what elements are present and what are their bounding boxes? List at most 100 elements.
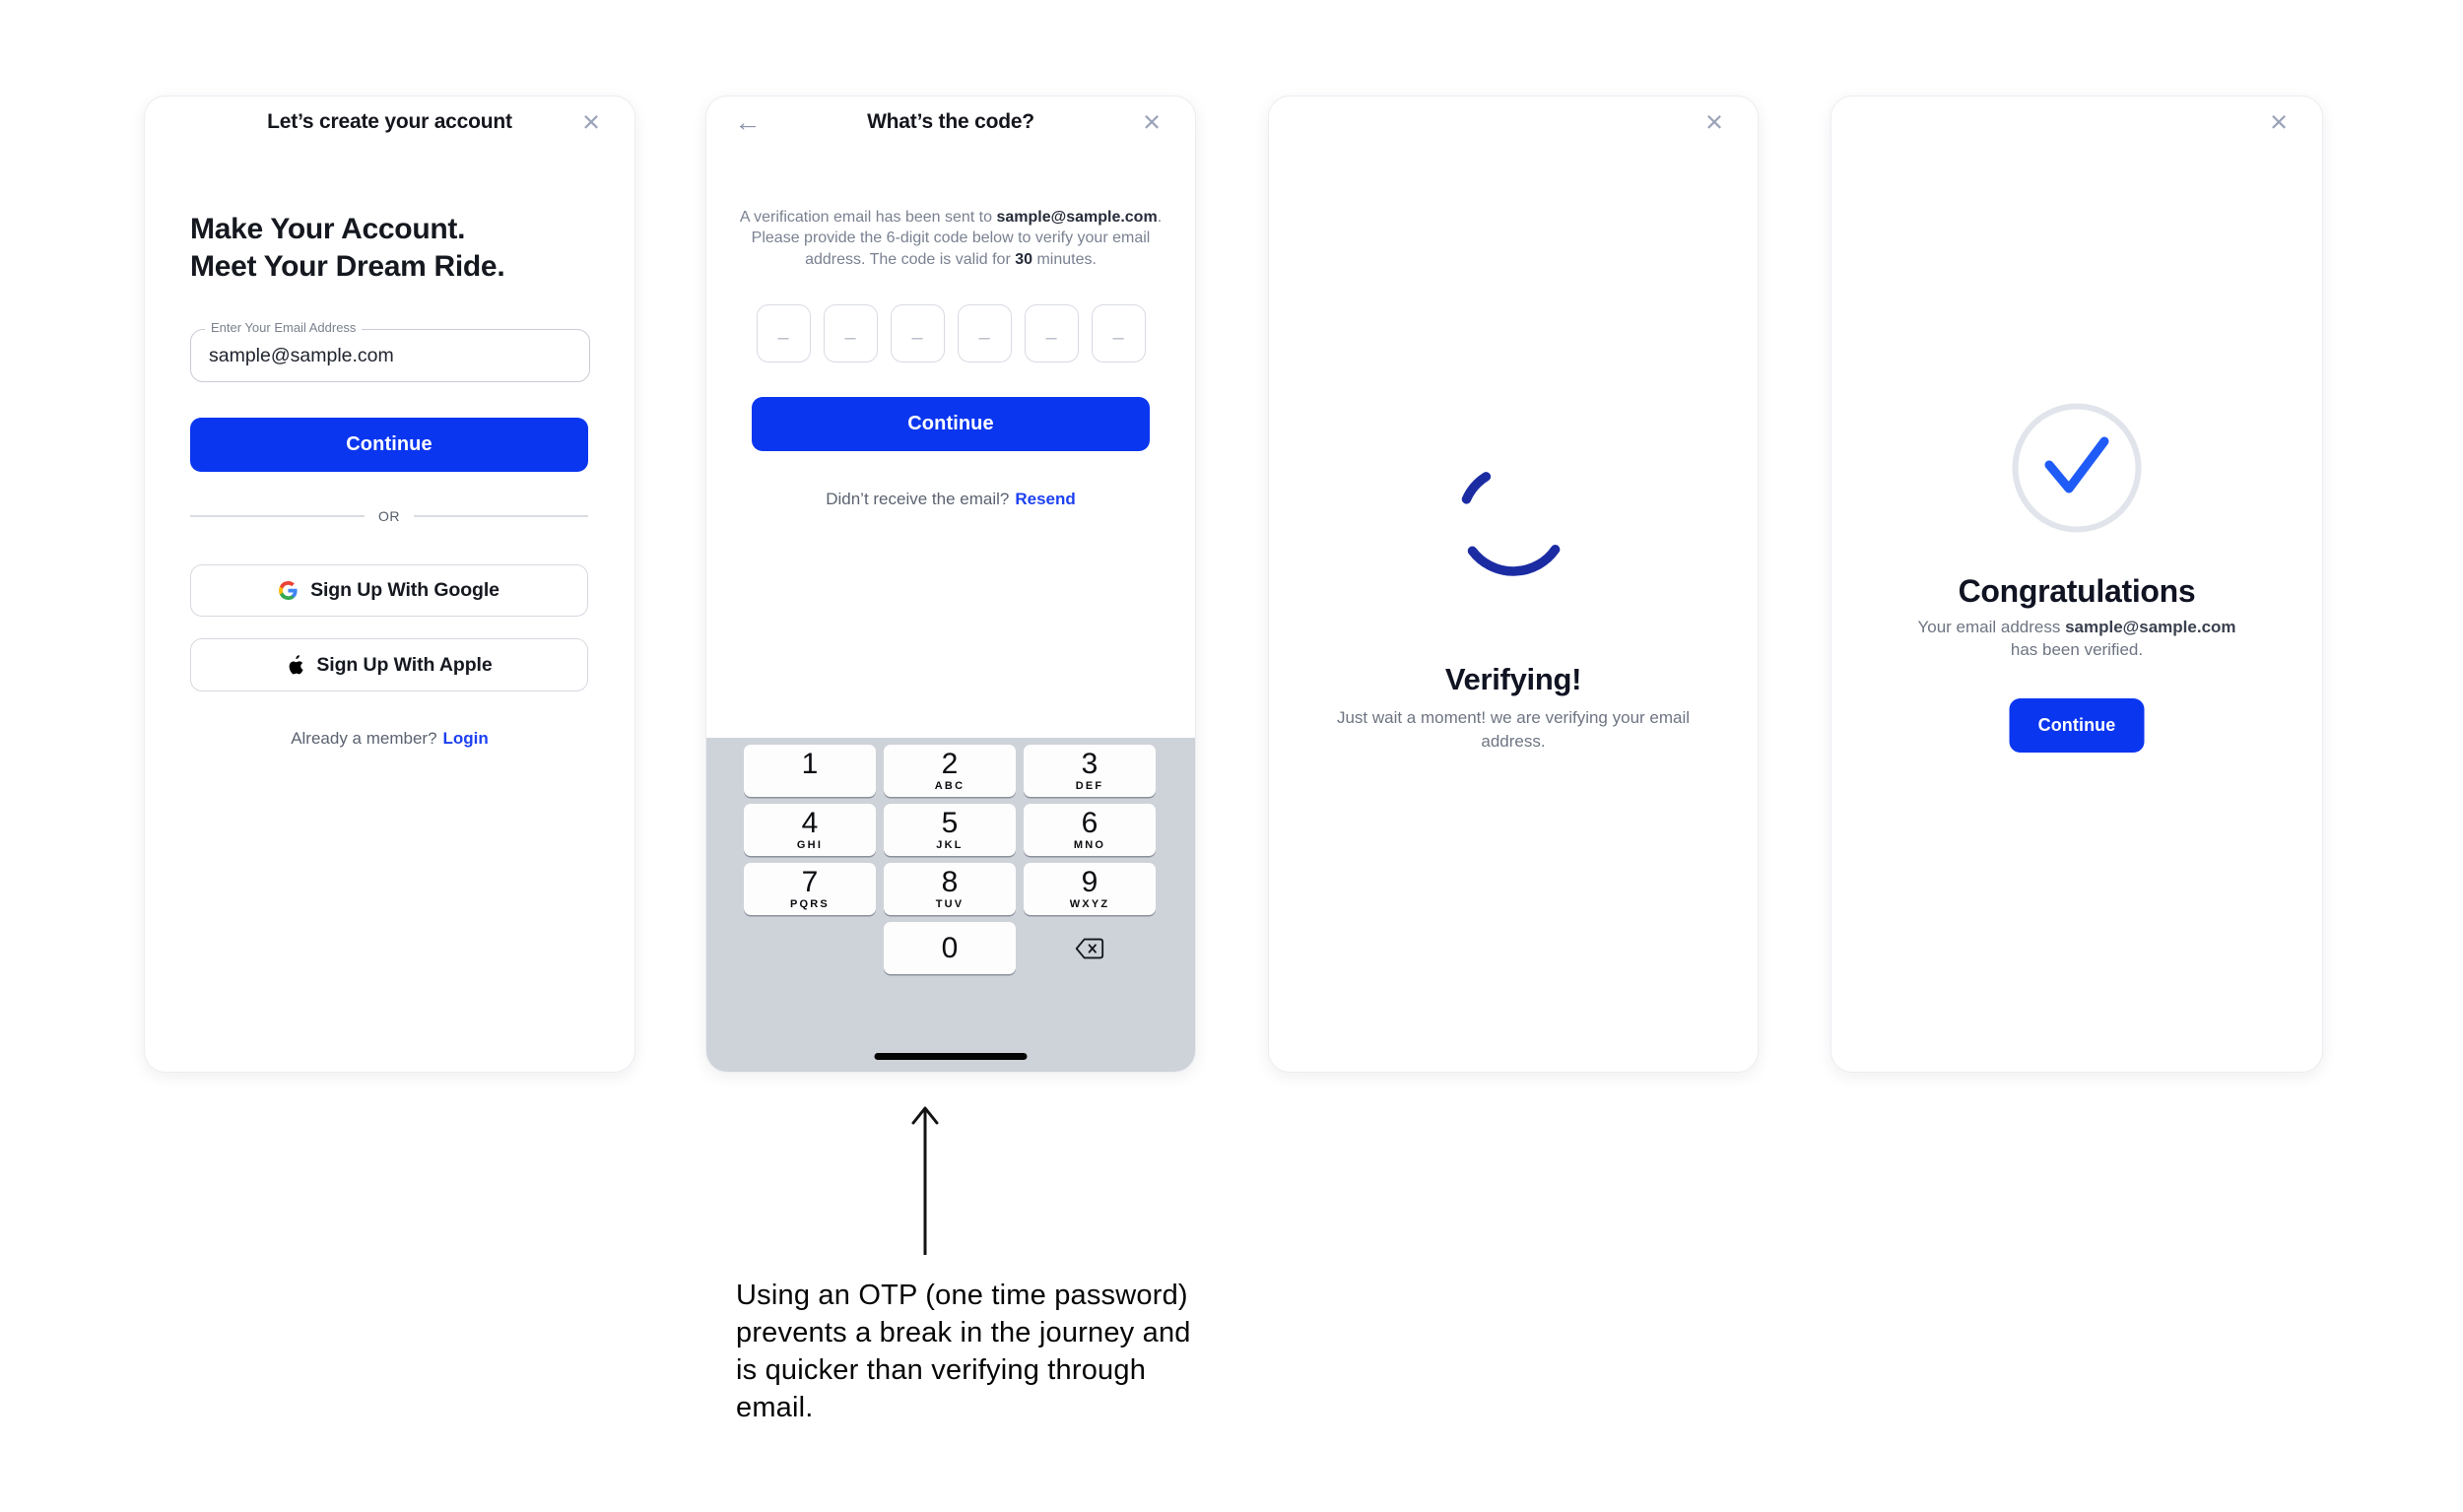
or-label: OR	[378, 508, 400, 524]
congrats-sub-email: sample@sample.com	[2065, 618, 2236, 636]
google-signup-button[interactable]: Sign Up With Google	[190, 564, 588, 617]
key-letters: JKL	[936, 839, 964, 851]
otp-digit-input[interactable]: –	[1091, 304, 1146, 362]
key-letters: PQRS	[790, 898, 830, 910]
key-0[interactable]: 0	[884, 922, 1016, 974]
annotation-text: Using an OTP (one time password) prevents…	[736, 1277, 1191, 1426]
apple-signup-button[interactable]: Sign Up With Apple	[190, 638, 588, 691]
email-field[interactable]: Enter Your Email Address sample@sample.c…	[190, 320, 590, 382]
headline-line-2: Meet Your Dream Ride.	[190, 250, 505, 283]
otp-screen: ← What’s the code? × A verification emai…	[705, 96, 1196, 1073]
annotation-line: email.	[736, 1392, 814, 1423]
key-letters: DEF	[1075, 780, 1104, 792]
congrats-subtitle: Your email address sample@sample.com has…	[1908, 617, 2245, 661]
otp-digit-input[interactable]: –	[957, 304, 1012, 362]
back-button[interactable]: ←	[728, 102, 767, 142]
login-row: Already a member? Login	[145, 729, 634, 749]
close-button[interactable]: ×	[1695, 102, 1734, 142]
login-link[interactable]: Login	[442, 729, 489, 748]
backspace-key[interactable]	[1024, 922, 1156, 974]
congrats-sub-post: has been verified.	[2010, 639, 2144, 659]
apple-icon	[286, 654, 303, 676]
member-prompt: Already a member?	[291, 729, 437, 748]
otp-placeholder: –	[1112, 327, 1124, 349]
signup-screen: Let’s create your account × Make Your Ac…	[144, 96, 635, 1073]
annotation-arrow-icon	[903, 1093, 947, 1266]
continue-label: Continue	[907, 413, 994, 434]
otp-digit-input[interactable]: –	[890, 304, 945, 362]
resend-row: Didn’t receive the email? Resend	[706, 490, 1195, 509]
otp-placeholder: –	[1045, 327, 1057, 349]
close-icon: ×	[1704, 104, 1724, 139]
otp-digit-input[interactable]: –	[1024, 304, 1079, 362]
verifying-screen: × Verifying! Just wait a moment! we are …	[1268, 96, 1759, 1073]
key-letters: WXYZ	[1069, 898, 1110, 910]
resend-link[interactable]: Resend	[1015, 490, 1076, 508]
email-input[interactable]: sample@sample.com	[209, 344, 394, 366]
key-digit: 3	[1081, 748, 1098, 780]
google-icon	[279, 581, 298, 600]
close-icon: ×	[581, 104, 601, 139]
success-check-icon	[2012, 403, 2142, 538]
key-letters: MNO	[1073, 839, 1106, 851]
back-arrow-icon: ←	[734, 106, 762, 137]
key-digit: 1	[801, 748, 819, 780]
congrats-sub-pre: Your email address	[1917, 618, 2066, 636]
key-digit: 6	[1081, 807, 1098, 839]
continue-button[interactable]: Continue	[190, 418, 588, 472]
close-icon: ×	[2269, 104, 2289, 139]
otp-instructions: A verification email has been sent to sa…	[734, 207, 1167, 270]
otp-digit-input[interactable]: –	[756, 304, 811, 362]
close-button[interactable]: ×	[1132, 102, 1171, 142]
annotation-line: is quicker than verifying through	[736, 1354, 1147, 1386]
continue-label: Continue	[2037, 715, 2116, 735]
keypad-bottom-row: 0	[744, 922, 1158, 974]
key-1[interactable]: 1	[744, 745, 876, 797]
close-button[interactable]: ×	[571, 102, 611, 142]
key-digit: 2	[941, 748, 959, 780]
otp-digit-input[interactable]: –	[823, 304, 878, 362]
loading-spinner-icon	[1454, 461, 1572, 584]
home-indicator	[874, 1053, 1028, 1060]
key-digit: 4	[801, 807, 819, 839]
key-digit: 7	[801, 866, 819, 898]
continue-button[interactable]: Continue	[2009, 698, 2145, 753]
otp-info-minutes: 30	[1015, 250, 1033, 268]
key-digit: 8	[941, 866, 959, 898]
otp-info-mid: . Please provide the 6-digit code below …	[751, 209, 1163, 268]
otp-title: What’s the code?	[867, 110, 1034, 133]
key-letters: GHI	[796, 839, 824, 851]
divider-line	[414, 515, 588, 517]
otp-placeholder: –	[911, 327, 923, 349]
close-button[interactable]: ×	[2259, 102, 2298, 142]
headline-line-1: Make Your Account.	[190, 213, 466, 245]
annotation-line: prevents a break in the journey and	[736, 1317, 1191, 1348]
congrats-screen: × Congratulations Your email address sam…	[1831, 96, 2323, 1073]
key-letters: TUV	[935, 898, 965, 910]
email-field-label: Enter Your Email Address	[205, 320, 363, 335]
congrats-title: Congratulations	[1958, 573, 2196, 609]
verifying-subtitle: Just wait a moment! we are verifying you…	[1336, 708, 1691, 751]
otp-placeholder: –	[777, 327, 789, 349]
or-divider: OR	[190, 507, 588, 525]
otp-info-post: minutes.	[1032, 250, 1097, 268]
divider-line	[190, 515, 365, 517]
otp-input-row: ––––––	[706, 304, 1195, 362]
key-digit: 9	[1081, 866, 1098, 898]
continue-button[interactable]: Continue	[752, 397, 1150, 451]
apple-signup-label: Sign Up With Apple	[316, 653, 493, 676]
otp-placeholder: –	[978, 327, 990, 349]
annotation-line: Using an OTP (one time password)	[736, 1280, 1188, 1311]
otp-info-email: sample@sample.com	[996, 209, 1158, 226]
